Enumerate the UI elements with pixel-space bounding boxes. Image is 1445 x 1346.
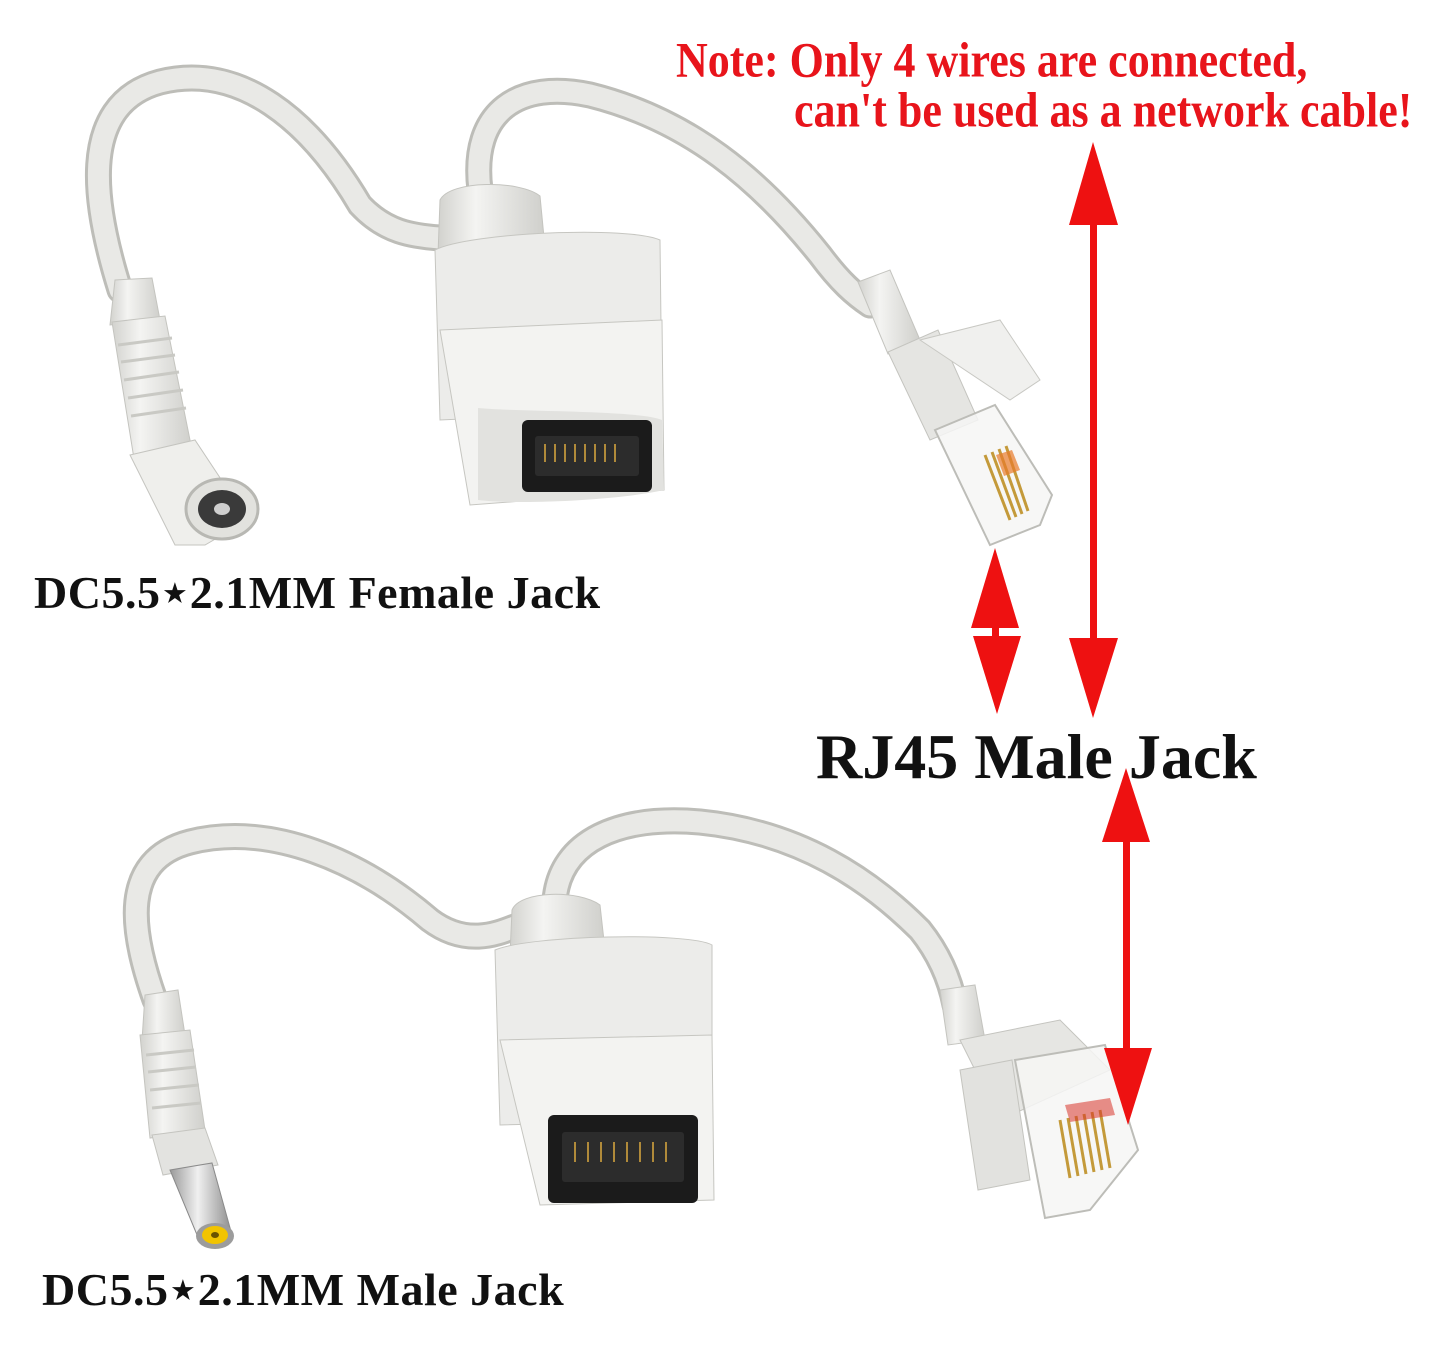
rj45-male-plug-bottom bbox=[939, 984, 1140, 1220]
rj45-male-plug-top bbox=[857, 269, 1054, 547]
double-arrow-icon bbox=[971, 548, 1021, 714]
double-arrow-icon bbox=[1102, 768, 1152, 1125]
rj45-female-coupler bbox=[434, 183, 665, 506]
rj45-female-coupler-bottom bbox=[494, 893, 715, 1206]
dc-female-jack bbox=[109, 277, 260, 546]
dc-male-plug bbox=[139, 989, 234, 1249]
bottom-adapter bbox=[122, 807, 1140, 1249]
male-jack-label: DC5.5⋆2.1MM Male Jack bbox=[42, 1264, 565, 1315]
rj45-male-jack-label: RJ45 Male Jack bbox=[816, 721, 1257, 792]
female-jack-label: DC5.5⋆2.1MM Female Jack bbox=[34, 567, 601, 618]
note-line-2: can't be used as a network cable! bbox=[794, 82, 1413, 138]
top-adapter bbox=[84, 64, 1054, 547]
double-arrow-icon bbox=[1069, 142, 1118, 718]
note-line-1: Note: Only 4 wires are connected, bbox=[676, 32, 1308, 88]
